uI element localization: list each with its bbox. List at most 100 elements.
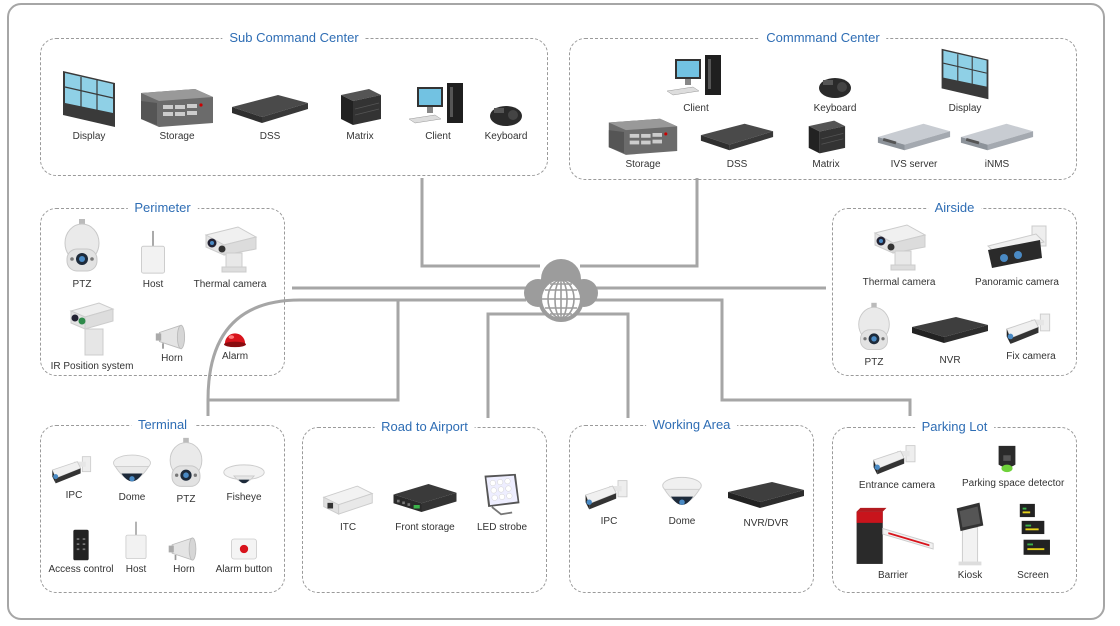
link-terminal-parking <box>206 298 912 416</box>
control-keyboard-icon <box>815 71 855 101</box>
silver-server-icon <box>876 117 952 157</box>
device-keyboard[interactable]: Keyboard <box>790 71 880 115</box>
group-terminal: Terminal IPC Dome PTZ Fisheye Access con… <box>40 416 285 593</box>
device-dss[interactable]: DSS <box>692 117 782 171</box>
link-command-center <box>580 178 699 268</box>
device-itc[interactable]: ITC <box>303 482 393 534</box>
desktop-pc-icon <box>661 51 731 101</box>
panoramic-camera-icon <box>982 223 1052 275</box>
device-client[interactable]: Client <box>651 51 741 115</box>
group-perimeter: Perimeter PTZ Host Thermal camera IR Pos… <box>37 199 285 376</box>
group-sub-command-center: Sub Command Center Display Storage DSS M… <box>40 29 551 176</box>
device-storage[interactable]: Storage <box>132 79 222 143</box>
device-dome[interactable]: Dome <box>87 450 177 504</box>
bullet-camera-icon <box>870 442 924 478</box>
matrix-box-icon <box>803 117 849 157</box>
dome-camera-icon <box>659 472 705 514</box>
group-working-area: Working Area IPC Dome NVR/DVR <box>569 416 814 593</box>
device-host[interactable]: Host <box>91 520 181 576</box>
group-parking-lot: Parking Lot Entrance camera Parking spac… <box>832 418 1078 593</box>
led-strobe-icon <box>479 470 525 520</box>
matrix-box-icon <box>335 85 385 129</box>
device-fisheye[interactable]: Fisheye <box>199 460 289 504</box>
group-title: Terminal <box>130 416 195 434</box>
device-front-storage[interactable]: Front storage <box>380 476 470 534</box>
device-alarm[interactable]: Alarm <box>190 327 280 363</box>
alarm-light-icon <box>221 327 249 349</box>
device-dome[interactable]: Dome <box>637 472 727 528</box>
thermal-camera-icon <box>869 219 929 275</box>
horn-icon <box>154 323 190 351</box>
device-inms[interactable]: iNMS <box>952 117 1042 171</box>
device-matrix[interactable]: Matrix <box>781 117 871 171</box>
device-horn[interactable]: Horn <box>127 323 217 365</box>
group-command-center: Commmand Center Client Keyboard Display … <box>569 29 1077 180</box>
device-ir-position-system[interactable]: IR Position system <box>47 299 137 373</box>
ptz-camera-icon <box>856 301 892 355</box>
device-thermal-camera[interactable]: Thermal camera <box>185 221 275 291</box>
group-title: Commmand Center <box>759 29 887 47</box>
device-kiosk[interactable]: Kiosk <box>925 500 1015 582</box>
device-horn[interactable]: Horn <box>139 536 229 576</box>
alarm-host-icon <box>138 229 168 277</box>
device-display[interactable]: Display <box>44 69 134 143</box>
group-title: Road to Airport <box>374 418 475 436</box>
access-control-icon <box>70 528 92 562</box>
device-nvr[interactable]: NVR <box>905 309 995 367</box>
device-ptz[interactable]: PTZ <box>141 436 231 506</box>
group-title: Working Area <box>645 416 738 434</box>
group-title: Perimeter <box>127 199 198 217</box>
device-access-control[interactable]: Access control <box>36 528 126 576</box>
group-title: Parking Lot <box>914 418 995 436</box>
thermal-camera-icon <box>200 221 260 277</box>
fisheye-camera-icon <box>221 460 267 490</box>
device-alarm-button[interactable]: Alarm button <box>199 536 289 576</box>
device-keyboard[interactable]: Keyboard <box>461 99 551 143</box>
group-title: Airside <box>927 199 982 217</box>
storage-server-icon <box>605 109 681 157</box>
device-dss[interactable]: DSS <box>225 89 315 143</box>
link-terminal <box>206 300 400 416</box>
rack-server-icon <box>230 89 310 129</box>
rack-server-icon <box>699 117 775 157</box>
device-nvr-dvr[interactable]: NVR/DVR <box>721 476 811 530</box>
device-screen[interactable]: Screen <box>988 502 1078 582</box>
device-storage[interactable]: Storage <box>598 109 688 171</box>
link-road-to-airport <box>486 312 630 418</box>
diagram-frame <box>7 3 1105 620</box>
device-ipc[interactable]: IPC <box>29 452 119 502</box>
group-airside: Airside Thermal camera Panoramic camera … <box>829 199 1077 376</box>
device-fix-camera[interactable]: Fix camera <box>986 309 1076 363</box>
group-title: Sub Command Center <box>222 29 366 47</box>
led-screen-icon <box>1014 502 1052 568</box>
device-ptz[interactable]: PTZ <box>829 301 919 369</box>
kiosk-icon <box>951 500 989 568</box>
device-parking-space-detector[interactable]: Parking space detector <box>962 442 1064 490</box>
device-thermal-camera[interactable]: Thermal camera <box>854 219 944 289</box>
cloud-globe-icon <box>524 259 598 322</box>
device-client[interactable]: Client <box>393 79 483 143</box>
parking-detector-icon <box>993 442 1021 476</box>
ir-positioning-camera-icon <box>67 299 117 359</box>
control-keyboard-icon <box>486 99 526 129</box>
bullet-camera-icon <box>1003 309 1059 349</box>
device-barrier[interactable]: Barrier <box>848 502 938 582</box>
device-led-strobe[interactable]: LED strobe <box>457 470 547 534</box>
device-ivs-server[interactable]: IVS server <box>869 117 959 171</box>
itc-camera-icon <box>320 482 376 520</box>
nvr-icon <box>910 309 990 353</box>
device-ptz[interactable]: PTZ <box>37 217 127 291</box>
alarm-button-icon <box>229 536 259 562</box>
front-storage-icon <box>390 476 460 520</box>
barrier-gate-icon <box>851 502 935 568</box>
device-panoramic-camera[interactable]: Panoramic camera <box>972 223 1062 289</box>
device-display[interactable]: Display <box>920 47 1010 115</box>
video-wall-icon <box>937 47 993 101</box>
device-matrix[interactable]: Matrix <box>315 85 405 143</box>
silver-server-icon <box>959 117 1035 157</box>
device-host[interactable]: Host <box>108 229 198 291</box>
device-ipc[interactable]: IPC <box>564 476 654 528</box>
ptz-camera-icon <box>62 217 102 277</box>
device-entrance-camera[interactable]: Entrance camera <box>852 442 942 492</box>
video-wall-icon <box>59 69 119 129</box>
